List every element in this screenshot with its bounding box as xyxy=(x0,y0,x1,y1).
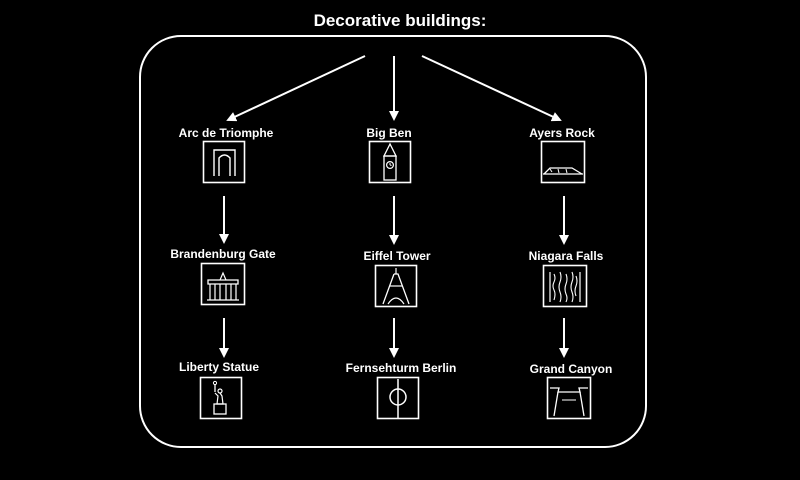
diagram-frame xyxy=(139,35,647,448)
grand-canyon-icon xyxy=(546,376,592,420)
node-label-ayers-rock: Ayers Rock xyxy=(529,126,595,140)
node-label-grand-canyon: Grand Canyon xyxy=(529,362,613,376)
liberty-statue-icon xyxy=(199,376,243,420)
niagara-falls-icon xyxy=(542,264,588,308)
node-label-liberty-statue: Liberty Statue xyxy=(178,360,259,374)
node-label-fernsehturm-berlin: Fernsehturm Berlin xyxy=(345,361,457,375)
eiffel-tower-icon xyxy=(374,264,418,308)
node-label-eiffel-tower: Eiffel Tower xyxy=(363,249,431,263)
brandenburg-gate-icon xyxy=(200,262,246,306)
ayers-rock-icon xyxy=(540,140,586,184)
node-label-brandenburg-gate: Brandenburg Gate xyxy=(170,247,276,261)
node-label-big-ben: Big Ben xyxy=(366,126,412,140)
diagram-title: Decorative buildings: xyxy=(313,11,487,30)
fernsehturm-berlin-icon xyxy=(376,376,420,420)
big-ben-icon xyxy=(368,140,412,184)
arrow-to-ayers-rock xyxy=(421,55,562,122)
arrow-to-arc-de-triomphe xyxy=(226,55,366,122)
node-label-niagara-falls: Niagara Falls xyxy=(528,249,604,263)
node-label-arc-de-triomphe: Arc de Triomphe xyxy=(178,126,274,140)
arc-de-triomphe-icon xyxy=(202,140,246,184)
